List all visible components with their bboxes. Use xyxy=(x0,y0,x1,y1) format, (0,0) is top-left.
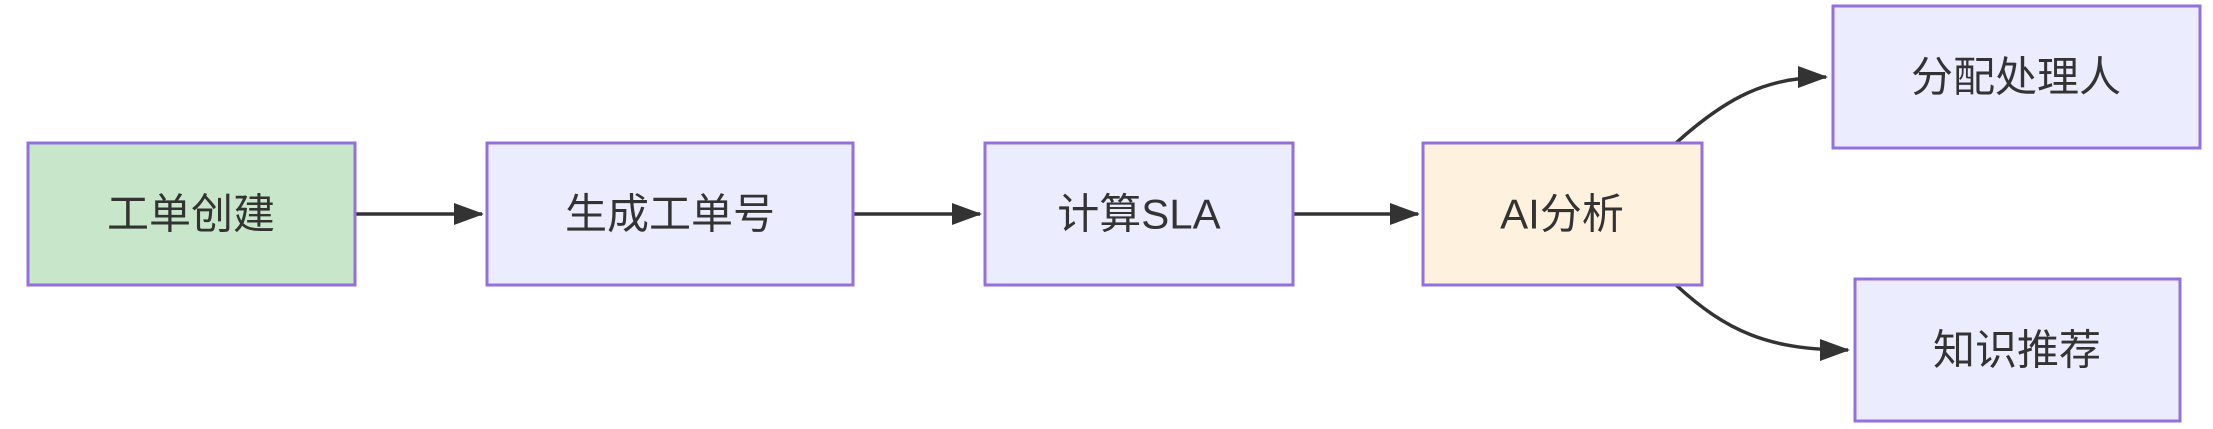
node-ticket-create-box xyxy=(26,141,357,287)
node-ticket-create-label: 工单创建 xyxy=(107,191,275,238)
node-ai-analysis: AI分析 xyxy=(1421,141,1704,287)
node-generate-ticket-number-box xyxy=(485,141,855,287)
node-calculate-sla-box xyxy=(983,141,1295,287)
node-assign-handler: 分配处理人 xyxy=(1831,4,2202,150)
node-assign-handler-label: 分配处理人 xyxy=(1911,54,2121,101)
node-ticket-create: 工单创建 xyxy=(26,141,357,287)
node-calculate-sla-label: 计算SLA xyxy=(1057,191,1220,238)
node-ai-analysis-box xyxy=(1421,141,1704,287)
node-calculate-sla: 计算SLA xyxy=(983,141,1295,287)
node-assign-handler-box xyxy=(1831,4,2202,150)
node-ai-analysis-label: AI分析 xyxy=(1500,191,1624,238)
edge-ai-to-assign xyxy=(1674,66,1828,145)
node-generate-ticket-number-label: 生成工单号 xyxy=(565,191,775,238)
node-knowledge-recommend-box xyxy=(1853,277,2182,423)
edge-ai-to-knowledge xyxy=(1674,283,1850,361)
node-knowledge-recommend-label: 知识推荐 xyxy=(1933,327,2101,374)
node-generate-ticket-number: 生成工单号 xyxy=(485,141,855,287)
node-knowledge-recommend: 知识推荐 xyxy=(1853,277,2182,423)
